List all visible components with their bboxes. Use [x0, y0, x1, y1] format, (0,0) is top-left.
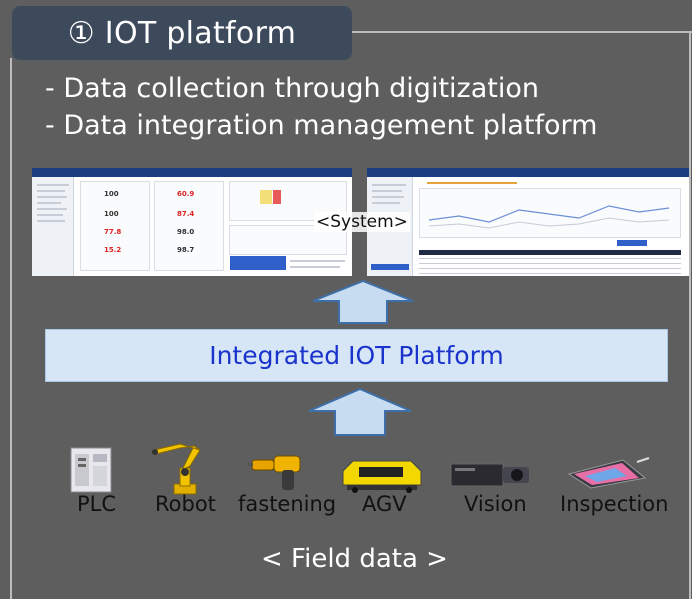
dashboard-value: 60.9: [177, 190, 195, 198]
robot-arm-icon: [152, 443, 201, 495]
dashboard-value: 100: [104, 190, 119, 198]
frame-right-line: [689, 31, 691, 599]
frame-top-line: [350, 31, 692, 33]
system-screenshot-report: [367, 168, 689, 276]
device-label-vision: Vision: [464, 492, 527, 516]
dashboard-value: 15.2: [104, 246, 122, 254]
dashboard-value: 87.4: [177, 210, 195, 218]
dashboard-value: 77.8: [104, 228, 122, 236]
frame-left-line: [10, 58, 12, 599]
system-label: <System>: [314, 212, 410, 232]
system-screenshot-dashboard: 100 60.9 100 87.4 77.8 98.0 15.2 98.7: [32, 168, 352, 276]
agv-icon: [342, 460, 422, 493]
section-title: ① IOT platform: [12, 6, 352, 60]
dashboard-value: 98.0: [177, 228, 195, 236]
dashboard-header-bar: [32, 168, 352, 177]
bullet-item: - Data integration management platform: [45, 110, 598, 141]
report-line-chart: [428, 205, 670, 229]
dashboard-value: 98.7: [177, 246, 195, 254]
device-label-plc: PLC: [77, 492, 117, 516]
platform-label: Integrated IOT Platform: [209, 341, 504, 370]
dashboard-value: 100: [104, 210, 119, 218]
up-arrow-icon: [312, 279, 414, 324]
fastening-tool-icon: [248, 455, 301, 490]
bullet-item: - Data collection through digitization: [45, 73, 539, 104]
vision-camera-icon: [450, 463, 529, 487]
device-label-fastening: fastening: [238, 492, 337, 516]
inspection-tablet-icon: [567, 457, 650, 489]
dashboard-sidebar: [32, 177, 74, 276]
plc-icon: [70, 447, 112, 493]
section-title-text: ① IOT platform: [67, 15, 297, 51]
device-label-agv: AGV: [362, 492, 407, 516]
device-label-inspection: Inspection: [560, 492, 669, 516]
up-arrow-icon: [308, 387, 412, 436]
integrated-iot-platform-bar: Integrated IOT Platform: [45, 329, 668, 382]
bullet-list: - Data collection through digitization -…: [45, 70, 597, 144]
device-label-robot: Robot: [155, 492, 216, 516]
field-data-label: < Field data >: [261, 544, 448, 574]
report-header-bar: [367, 168, 689, 177]
